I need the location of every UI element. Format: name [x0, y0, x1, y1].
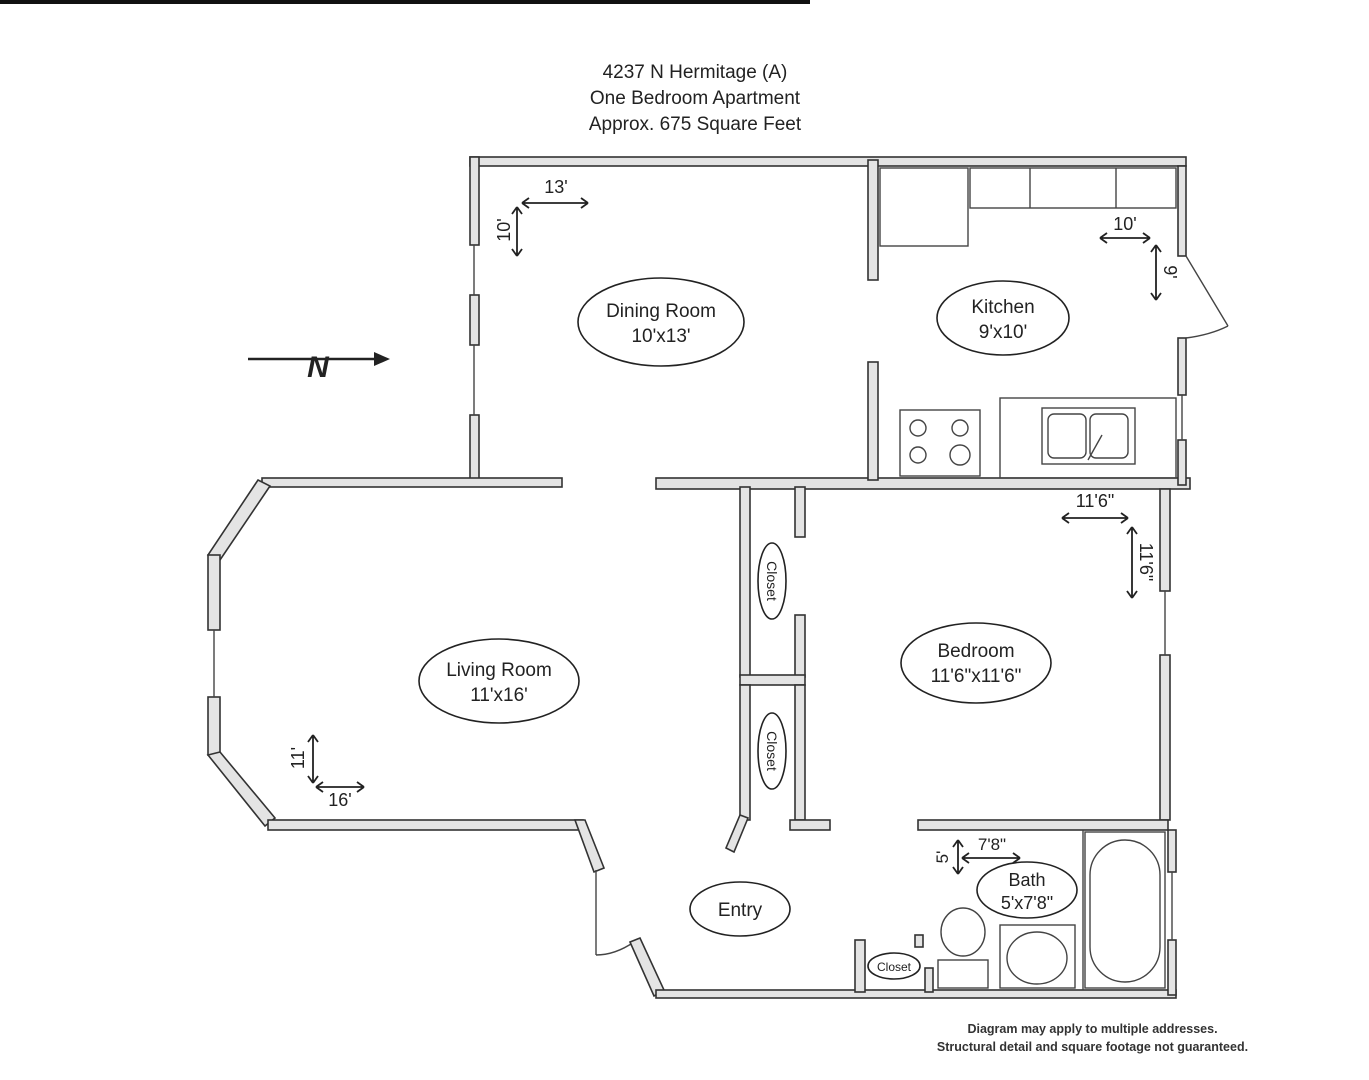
toilet-icon: [937, 907, 989, 989]
fixtures: [879, 167, 1177, 989]
disclaimer: Diagram may apply to multiple addresses.…: [900, 1020, 1285, 1056]
unit-type: One Bedroom Apartment: [589, 88, 801, 109]
address: 4237 N Hermitage (A): [602, 62, 788, 83]
room-kitchen: Kitchen 9'x10': [936, 280, 1070, 356]
room-size: 9'x10': [979, 322, 1027, 343]
svg-text:16': 16': [328, 790, 351, 810]
room-dining: Dining Room 10'x13': [577, 277, 745, 367]
closet-label-1: Closet: [757, 542, 787, 620]
svg-text:10': 10': [494, 218, 514, 241]
room-living: Living Room 11'x16': [418, 638, 580, 724]
svg-text:7'8": 7'8": [978, 835, 1006, 854]
room-size: 11'x16': [470, 685, 528, 706]
room-size: 10'x13': [631, 326, 690, 347]
room-size: 5'x7'8": [1001, 893, 1053, 913]
svg-text:11'6": 11'6": [1136, 543, 1156, 582]
stove-icon: [899, 409, 981, 477]
disclaimer-line-1: Diagram may apply to multiple addresses.: [967, 1022, 1218, 1036]
dimension-bath: 5' 7'8": [933, 835, 1021, 875]
north-label: N: [307, 351, 330, 384]
dimension-kitchen: 10' 9': [1099, 214, 1180, 301]
svg-text:Closet: Closet: [764, 561, 780, 601]
north-arrow-icon: N: [248, 351, 390, 384]
svg-text:11': 11': [288, 747, 308, 769]
disclaimer-line-2: Structural detail and square footage not…: [936, 1040, 1249, 1054]
plan-header: 4237 N Hermitage (A) One Bedroom Apartme…: [520, 60, 870, 138]
sink-icon: [999, 397, 1177, 479]
room-name: Bedroom: [937, 641, 1014, 662]
room-size: 11'6"x11'6": [931, 666, 1022, 687]
room-name: Living Room: [446, 660, 552, 681]
svg-text:9': 9': [1160, 265, 1180, 278]
walls: [206, 156, 1229, 999]
svg-text:Closet: Closet: [764, 731, 780, 771]
bathtub-icon: [1084, 831, 1166, 989]
svg-text:10': 10': [1113, 214, 1136, 234]
room-name: Entry: [718, 900, 763, 921]
svg-text:5': 5': [933, 851, 952, 864]
room-name: Dining Room: [606, 301, 716, 322]
room-name: Bath: [1008, 870, 1045, 890]
refrigerator-icon: [879, 167, 969, 247]
room-name: Kitchen: [971, 297, 1034, 318]
svg-text:11'6": 11'6": [1076, 491, 1115, 511]
upper-cabinets-icon: [969, 167, 1177, 209]
square-footage: Approx. 675 Square Feet: [588, 114, 802, 135]
dimension-dining: 13' 10': [494, 177, 589, 257]
scan-edge: [0, 0, 810, 4]
svg-text:Closet: Closet: [877, 960, 912, 974]
room-entry: Entry: [689, 881, 791, 937]
closet-label-2: Closet: [757, 712, 787, 790]
room-bath: Bath 5'x7'8": [976, 861, 1078, 919]
dimension-bedroom: 11'6" 11'6": [1061, 491, 1156, 599]
closet-label-3: Closet: [867, 952, 921, 980]
room-bedroom: Bedroom 11'6"x11'6": [900, 622, 1052, 704]
bath-sink-icon: [999, 924, 1076, 989]
svg-text:13': 13': [544, 177, 567, 197]
dimension-living: 11' 16': [288, 734, 365, 810]
